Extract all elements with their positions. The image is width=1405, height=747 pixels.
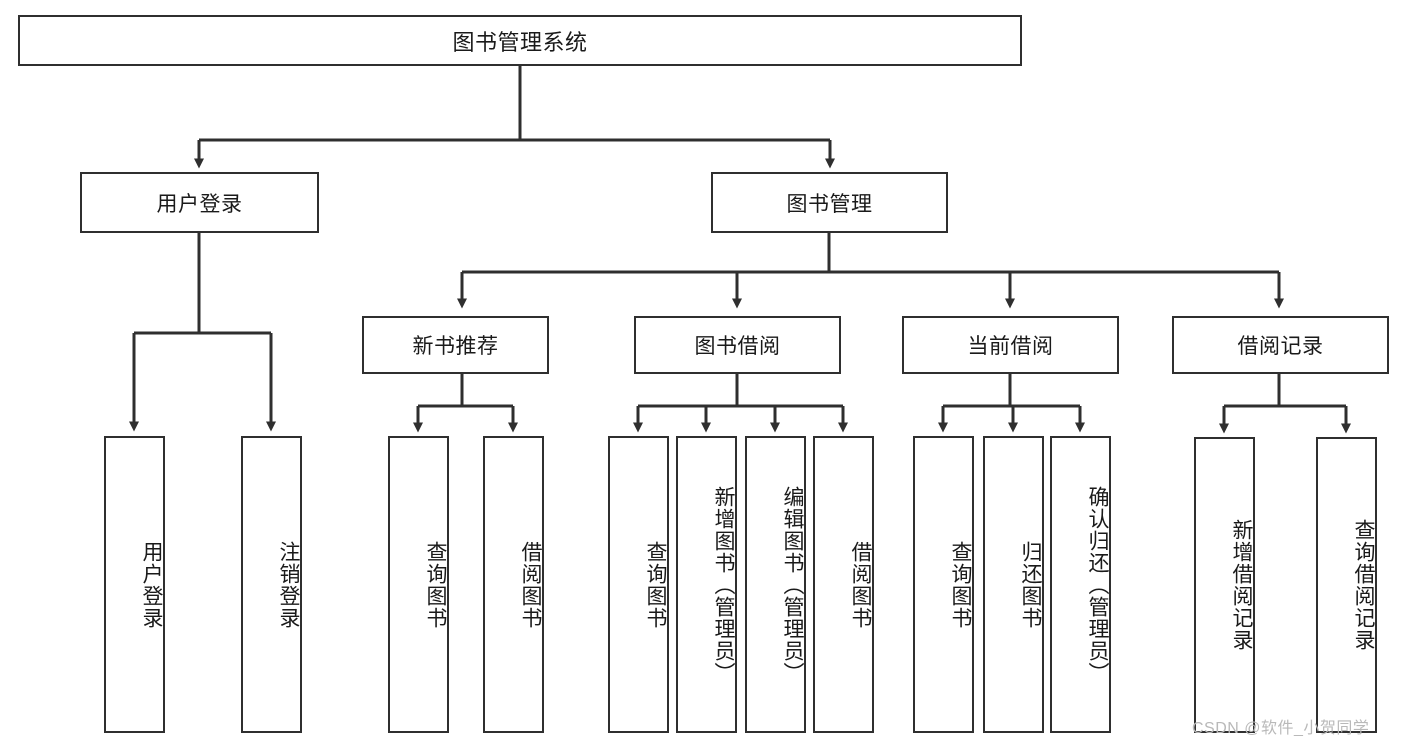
node-book-borrow[interactable]: 图书借阅 bbox=[634, 316, 841, 374]
node-label: 图书管理系统 bbox=[452, 29, 588, 55]
node-label: 编辑图书（管理员） bbox=[781, 485, 804, 684]
leaf-add-book-admin[interactable]: 新增图书（管理员） bbox=[676, 436, 737, 733]
node-label: 归还图书 bbox=[1019, 540, 1042, 629]
node-label: 查询借阅记录 bbox=[1352, 519, 1375, 651]
node-root-book-management-system[interactable]: 图书管理系统 bbox=[18, 15, 1022, 66]
node-label: 用户登录 bbox=[140, 540, 163, 629]
leaf-borrow-book[interactable]: 借阅图书 bbox=[813, 436, 874, 733]
leaf-confirm-return-admin[interactable]: 确认归还（管理员） bbox=[1050, 436, 1111, 733]
node-book-management[interactable]: 图书管理 bbox=[711, 172, 948, 233]
leaf-query-book-recommend[interactable]: 查询图书 bbox=[388, 436, 449, 733]
node-label: 确认归还（管理员） bbox=[1086, 485, 1109, 684]
node-label: 查询图书 bbox=[644, 540, 667, 629]
leaf-query-book-borrow[interactable]: 查询图书 bbox=[608, 436, 669, 733]
node-label: 注销登录 bbox=[277, 540, 300, 629]
node-label: 图书借阅 bbox=[694, 335, 781, 358]
node-label: 查询图书 bbox=[949, 540, 972, 629]
node-user-login[interactable]: 用户登录 bbox=[80, 172, 319, 233]
leaf-return-book[interactable]: 归还图书 bbox=[983, 436, 1044, 733]
node-label: 借阅记录 bbox=[1237, 335, 1324, 358]
node-new-book-recommend[interactable]: 新书推荐 bbox=[362, 316, 549, 374]
leaf-query-book-current[interactable]: 查询图书 bbox=[913, 436, 974, 733]
node-label: 查询图书 bbox=[424, 540, 447, 629]
leaf-logout-login[interactable]: 注销登录 bbox=[241, 436, 302, 733]
node-label: 用户登录 bbox=[156, 192, 243, 216]
leaf-borrow-book-recommend[interactable]: 借阅图书 bbox=[483, 436, 544, 733]
leaf-query-borrow-record[interactable]: 查询借阅记录 bbox=[1316, 437, 1377, 733]
node-label: 新书推荐 bbox=[412, 335, 499, 358]
node-label: 图书管理 bbox=[786, 192, 873, 216]
node-label: 当前借阅 bbox=[967, 335, 1054, 358]
leaf-add-borrow-record[interactable]: 新增借阅记录 bbox=[1194, 437, 1255, 733]
leaf-user-login[interactable]: 用户登录 bbox=[104, 436, 165, 733]
node-label: 借阅图书 bbox=[849, 540, 872, 629]
csdn-watermark: CSDN @软件_小贺同学 bbox=[1192, 720, 1370, 737]
node-label: 新增图书（管理员） bbox=[712, 485, 735, 684]
node-borrow-record[interactable]: 借阅记录 bbox=[1172, 316, 1389, 374]
node-label: 借阅图书 bbox=[519, 540, 542, 629]
leaf-edit-book-admin[interactable]: 编辑图书（管理员） bbox=[745, 436, 806, 733]
node-current-borrow[interactable]: 当前借阅 bbox=[902, 316, 1119, 374]
node-label: 新增借阅记录 bbox=[1230, 519, 1253, 651]
